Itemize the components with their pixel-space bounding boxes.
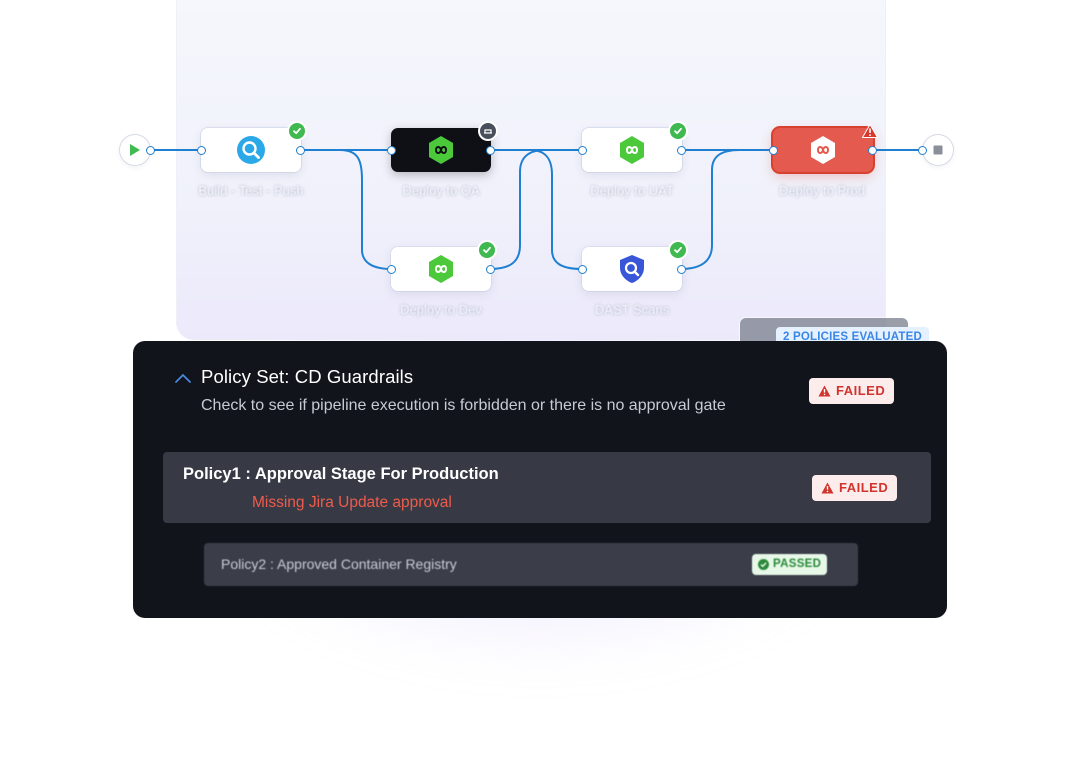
warning-icon xyxy=(821,482,834,494)
harness-deploy-icon xyxy=(811,136,835,164)
stage-deploy-uat[interactable] xyxy=(582,128,682,172)
policy-title: Policy1 : Approval Stage For Production xyxy=(183,465,499,483)
check-circle-icon xyxy=(758,559,769,570)
stage-deploy-qa-running-icon xyxy=(480,123,496,139)
policy-set-status-badge: FAILED xyxy=(809,378,895,404)
stage-deploy-dev-success-icon xyxy=(479,242,495,258)
stage-deploy-dev-label: Deploy to Dev xyxy=(400,302,482,317)
policy-status-text: FAILED xyxy=(839,480,889,495)
stage-deploy-qa[interactable] xyxy=(391,128,491,172)
port xyxy=(677,146,686,155)
policy-status-badge: FAILED xyxy=(812,475,898,501)
policy-set-title: Policy Set: CD Guardrails xyxy=(201,366,414,387)
warning-icon xyxy=(818,385,831,397)
port xyxy=(769,146,778,155)
play-icon xyxy=(130,144,140,156)
port xyxy=(578,265,587,274)
port xyxy=(387,146,396,155)
end-port xyxy=(918,146,927,155)
policy-set-description: Check to see if pipeline execution is fo… xyxy=(201,397,726,414)
stage-dast-success-icon xyxy=(670,242,686,258)
port xyxy=(197,146,206,155)
policy-row[interactable] xyxy=(204,543,858,586)
stage-build-success-icon xyxy=(289,123,305,139)
stage-deploy-uat-success-icon xyxy=(670,123,686,139)
port xyxy=(578,146,587,155)
policy-row[interactable] xyxy=(163,452,931,523)
pipeline-start[interactable] xyxy=(120,135,150,165)
stage-deploy-dev[interactable] xyxy=(391,247,491,291)
harness-deploy-icon xyxy=(429,255,453,283)
stage-deploy-prod-warning-icon xyxy=(862,124,878,138)
harness-deploy-icon xyxy=(620,136,644,164)
policy-status-badge: PASSED xyxy=(752,554,828,575)
policy-status-text: PASSED xyxy=(773,558,822,570)
harness-deploy-icon xyxy=(429,136,453,164)
port xyxy=(296,146,305,155)
stage-deploy-prod[interactable] xyxy=(773,128,873,172)
pipeline-end[interactable] xyxy=(923,135,953,165)
port xyxy=(486,146,495,155)
port xyxy=(868,146,877,155)
stage-deploy-prod-label: Deploy to Prod xyxy=(779,183,865,198)
build-scan-icon xyxy=(237,136,265,164)
port xyxy=(677,265,686,274)
stage-dast-scans[interactable] xyxy=(582,247,682,291)
stage-build[interactable] xyxy=(201,128,301,172)
stage-dast-label: DAST Scans xyxy=(594,302,670,317)
stop-icon xyxy=(933,145,943,155)
port xyxy=(486,265,495,274)
security-scan-icon xyxy=(620,255,644,283)
port xyxy=(387,265,396,274)
chevron-up-icon[interactable] xyxy=(175,373,191,383)
start-port xyxy=(146,146,155,155)
policy-error-message: Missing Jira Update approval xyxy=(252,494,452,511)
stage-build-label: Build - Test - Push xyxy=(198,183,304,198)
stage-deploy-uat-label: Deploy to UAT xyxy=(590,183,674,198)
stage-deploy-qa-label: Deploy to QA xyxy=(402,183,480,198)
policy-title: Policy2 : Approved Container Registry xyxy=(221,556,457,572)
policy-set-status-text: FAILED xyxy=(836,383,886,398)
